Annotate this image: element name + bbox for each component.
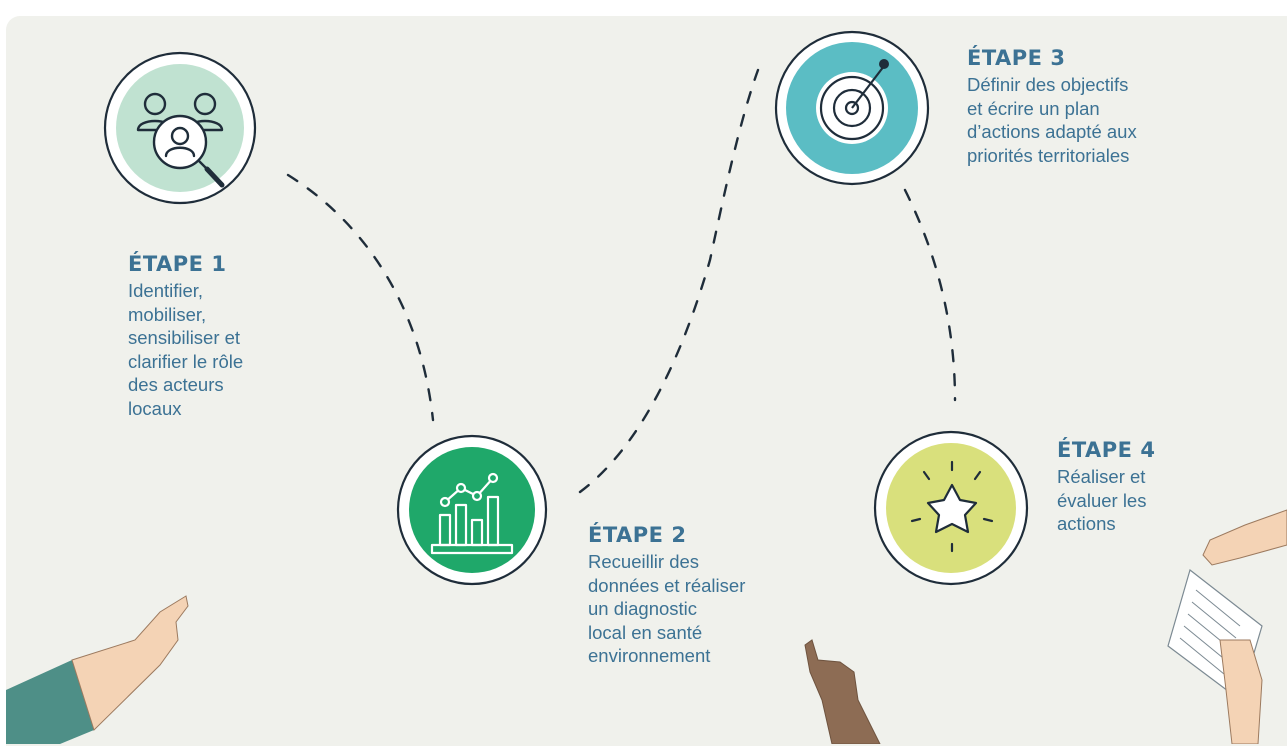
step-1-title: ÉTAPE 1 bbox=[128, 252, 227, 276]
step-3: ÉTAPE 3 Définir des objectifs et écrire … bbox=[967, 45, 1137, 167]
hands-with-document-illustration bbox=[1167, 509, 1287, 744]
step-4-description: Réaliser et évaluer les actions bbox=[1057, 466, 1147, 534]
step-2: ÉTAPE 2 Recueillir des données et réalis… bbox=[588, 522, 745, 668]
hand-pointing-up-illustration bbox=[804, 639, 881, 744]
target-icon bbox=[816, 59, 889, 144]
step-3-title: ÉTAPE 3 bbox=[967, 46, 1066, 70]
step-1: ÉTAPE 1 Identifier, mobiliser, sensibili… bbox=[128, 251, 243, 420]
dashed-path bbox=[286, 68, 957, 494]
bar-chart-icon bbox=[430, 472, 514, 555]
star-icon bbox=[910, 460, 994, 553]
people-search-icon bbox=[136, 92, 225, 188]
step-2-description: Recueillir des données et réaliser un di… bbox=[588, 551, 746, 666]
step-1-description: Identifier, mobiliser, sensibiliser et c… bbox=[128, 280, 244, 419]
hand-pointing-left-illustration bbox=[6, 595, 189, 744]
step-3-badge bbox=[774, 30, 930, 186]
step-4: ÉTAPE 4 Réaliser et évaluer les actions bbox=[1057, 437, 1155, 536]
step-4-badge bbox=[873, 430, 1029, 586]
step-4-title: ÉTAPE 4 bbox=[1057, 438, 1156, 462]
step-2-badge bbox=[396, 434, 548, 586]
step-1-badge bbox=[103, 51, 257, 205]
step-3-description: Définir des objectifs et écrire un plan … bbox=[967, 74, 1137, 166]
step-2-title: ÉTAPE 2 bbox=[588, 523, 687, 547]
